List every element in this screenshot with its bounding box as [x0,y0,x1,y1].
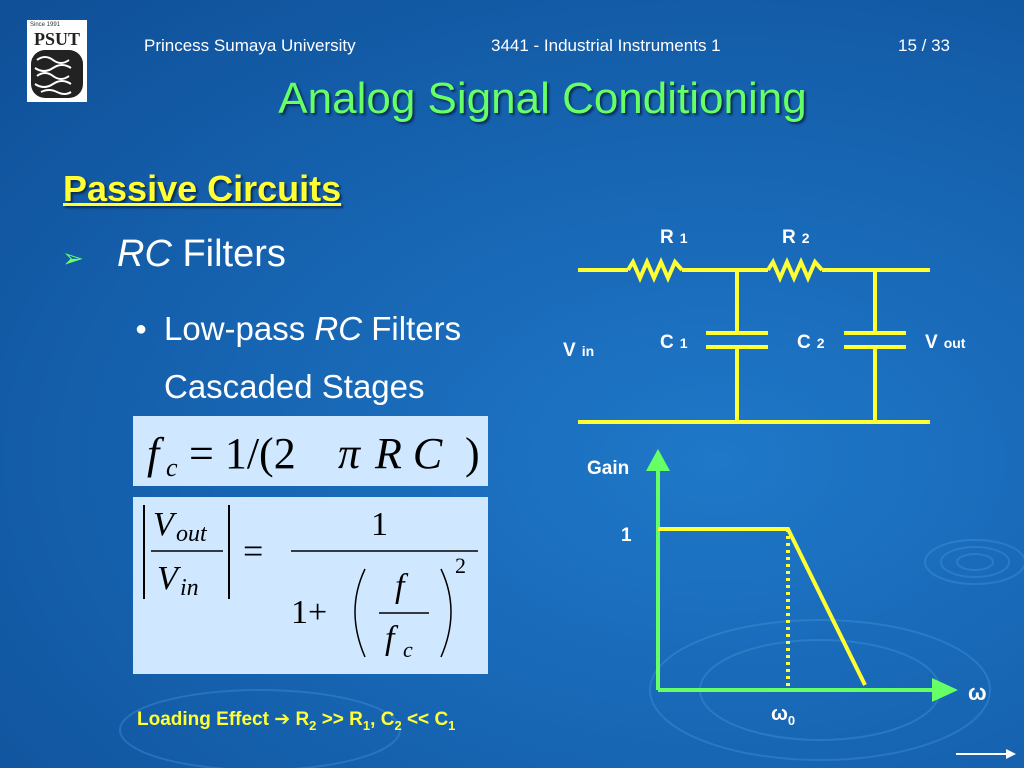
equation-transfer-function: V out V in = 1 1+ f f c 2 [133,497,488,674]
dot-bullet-icon: ● [135,318,148,340]
graph-y-label: Gain [587,458,630,479]
label-c1-sub: 1 [679,335,688,351]
label-vin-main: V [563,340,576,361]
le-c1: C [434,709,449,730]
resistor-r2 [766,257,824,283]
bullet-rc-filters-text: RC Filters [117,233,286,276]
logo-text: PSUT [33,29,80,49]
le-op1: >> [321,709,344,730]
le-c2-sub: 2 [394,717,402,733]
svg-text:f: f [385,620,399,657]
low-pass-text: Low-pass [164,310,315,347]
section-heading: Passive Circuits [63,168,342,209]
gain-response-graph [646,449,958,702]
graph-gain-tick: 1 [621,525,632,546]
label-vout-main: V [925,332,938,353]
header-page-number: 15 / 33 [898,36,950,55]
le-r2-sub: 2 [309,717,317,733]
svg-text:π: π [338,429,362,478]
graph-cutoff-label: ω0 [771,703,795,728]
graph-x-label: ω [968,680,987,705]
bullet-low-pass-line2: Cascaded Stages [164,368,425,405]
cutoff-sub: 0 [787,713,796,728]
svg-text:in: in [180,575,199,601]
loading-effect-label: Loading Effect [137,709,269,730]
slide-title: Analog Signal Conditioning [278,74,807,123]
le-r2: R [295,709,310,730]
svg-text:c: c [166,453,178,482]
logo-since-text: Since 1991 [30,22,61,28]
svg-text:2: 2 [455,553,466,578]
svg-text:c: c [403,637,413,662]
label-vin-sub: in [581,343,595,359]
loading-effect-note: Loading Effect ➔ R2 >> R1, C2 << C1 [137,708,455,733]
svg-text:f: f [395,568,409,605]
next-slide-arrow-icon[interactable] [954,746,1018,762]
right-arrow-icon: ➔ [274,709,291,730]
le-sep: , [370,709,376,730]
svg-text:V: V [153,506,178,543]
label-vout-sub: out [943,335,966,351]
label-r2-main: R [782,227,796,248]
le-c1-sub: 1 [448,717,456,733]
svg-text:f: f [147,429,165,478]
le-op2: << [406,709,430,730]
label-r2-sub: 2 [801,230,810,246]
header-university: Princess Sumaya University [144,36,356,55]
svg-text:V: V [157,560,182,597]
logo-emblem-icon [31,50,83,98]
bullet-low-pass-line1: Low-pass RC Filters [164,300,461,358]
label-r1-main: R [660,227,674,248]
equation-transfer-svg: V out V in = 1 1+ f f c 2 [143,505,478,662]
filters-text: Filters [171,233,286,275]
svg-text:1+: 1+ [291,594,327,631]
le-r1-sub: 1 [362,717,371,733]
header-course: 3441 - Industrial Instruments 1 [491,36,721,55]
equation-cutoff-frequency: f c = 1/(2 π R C ) [133,416,488,486]
x-axis-arrow-icon [932,678,958,702]
label-r1-sub: 1 [679,230,688,246]
cutoff-omega: ω [771,703,788,725]
y-axis-arrow-icon [646,449,670,471]
le-c2: C [380,709,395,730]
arrow-bullet-icon: ➢ [62,243,84,273]
label-c2-sub: 2 [816,335,825,351]
rc-cascade-circuit [578,257,930,424]
le-r1: R [349,709,363,730]
gain-curve [658,527,867,686]
svg-text:=: = [243,531,263,571]
svg-text:1: 1 [371,506,388,543]
psut-logo: Since 1991 PSUT [27,20,87,102]
filters-text-2: Filters [362,310,462,347]
rc-italic: RC [117,233,172,275]
svg-text:= 1/(2: = 1/(2 [189,429,296,478]
svg-text:): ) [465,429,480,478]
svg-text:R C: R C [374,429,443,478]
label-c1-main: C [660,332,674,353]
equation-cutoff-svg: f c = 1/(2 π R C ) [147,429,480,482]
rc-italic-2: RC [314,310,363,347]
resistor-r1 [626,257,684,283]
label-c2-main: C [797,332,811,353]
svg-text:out: out [176,521,208,547]
